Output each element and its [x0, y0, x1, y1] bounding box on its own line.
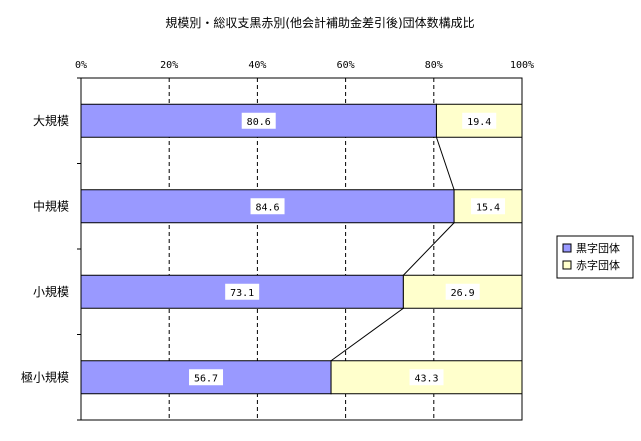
legend-swatch [562, 260, 572, 270]
data-label-bg [471, 198, 506, 215]
data-label: 56.7 [194, 373, 218, 384]
data-label-bg [445, 283, 480, 300]
legend-box [556, 235, 634, 279]
x-tick-label: 100% [510, 60, 534, 71]
data-label-bg [250, 198, 285, 215]
data-label: 84.6 [255, 202, 279, 213]
data-label-bg [225, 283, 260, 300]
series-line [435, 137, 455, 190]
x-tick-label: 0% [75, 60, 87, 71]
series-line [330, 307, 404, 362]
data-label: 26.9 [451, 288, 475, 299]
legend-label: 赤字団体 [576, 258, 620, 272]
x-tick-label: 40% [248, 60, 266, 71]
x-tick-label: 80% [425, 60, 443, 71]
x-tick-label: 20% [160, 60, 178, 71]
data-label: 73.1 [230, 288, 254, 299]
category-label: 中規模 [33, 198, 69, 213]
legend-label: 黒字団体 [576, 241, 620, 255]
category-label: 大規模 [33, 113, 69, 128]
x-tick-label: 60% [337, 60, 355, 71]
data-label-bg [462, 112, 497, 129]
chart-title: 規模別・総収支黒赤別(他会計補助金差引後)団体数構成比 [165, 15, 474, 30]
data-label: 19.4 [467, 117, 491, 128]
legend-swatch [562, 243, 572, 253]
category-label: 小規模 [33, 284, 69, 299]
category-label: 極小規模 [21, 369, 69, 384]
data-label-bg [241, 112, 276, 129]
data-label-bg [409, 369, 444, 386]
data-label-bg [189, 369, 224, 386]
series-line [403, 222, 455, 276]
data-label: 43.3 [414, 373, 438, 384]
data-label: 80.6 [247, 117, 271, 128]
data-label: 15.4 [476, 202, 500, 213]
